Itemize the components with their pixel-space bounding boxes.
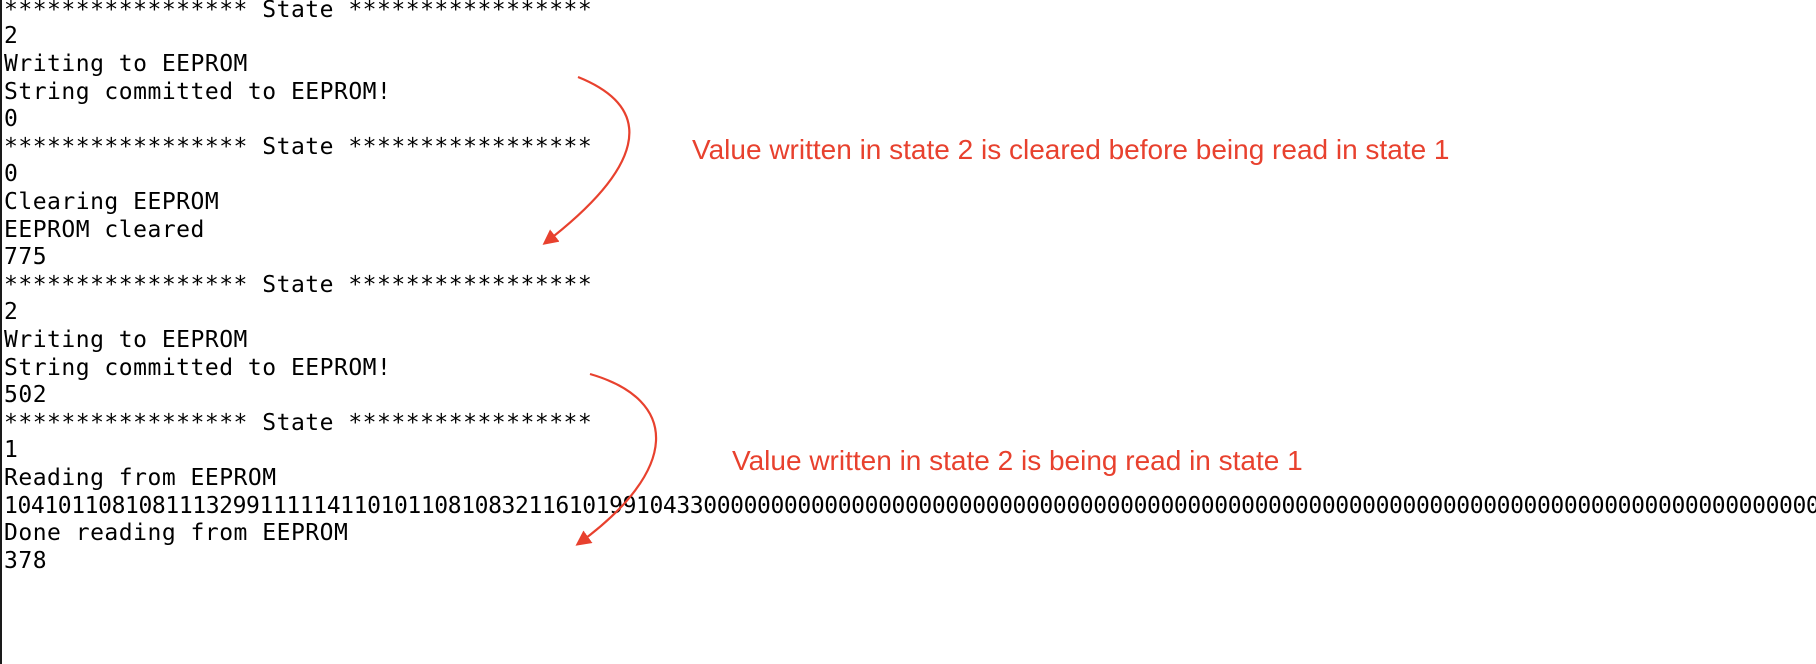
eeprom-data-line: 1041011081081113299111114110101108108321… (4, 493, 1816, 519)
state-separator-line: ***************** State ****************… (4, 410, 593, 436)
output-line: String committed to EEPROM! (4, 355, 392, 381)
state-separator-line: ***************** State ****************… (4, 134, 593, 160)
output-line: 775 (4, 244, 48, 270)
output-line: Writing to EEPROM (4, 327, 248, 353)
output-line-state-value: 1 (4, 437, 19, 463)
output-line: Reading from EEPROM (4, 465, 277, 491)
output-line: String committed to EEPROM! (4, 79, 392, 105)
state-separator-line: ***************** State ****************… (4, 0, 593, 23)
annotation-cleared-before-read: Value written in state 2 is cleared befo… (692, 134, 1450, 165)
output-line: Done reading from EEPROM (4, 520, 349, 546)
output-line: 502 (4, 382, 48, 408)
output-line-state-value: 2 (4, 299, 19, 325)
annotation-read-in-state-1: Value written in state 2 is being read i… (732, 445, 1303, 476)
left-border (0, 0, 2, 664)
output-line: EEPROM cleared (4, 217, 205, 243)
output-line: Writing to EEPROM (4, 51, 248, 77)
output-line: 378 (4, 548, 48, 574)
output-line: Clearing EEPROM (4, 189, 220, 215)
output-line-state-value: 0 (4, 161, 19, 187)
output-line: 0 (4, 106, 19, 132)
state-separator-line: ***************** State ****************… (4, 272, 593, 298)
output-line-state-value: 2 (4, 23, 19, 49)
